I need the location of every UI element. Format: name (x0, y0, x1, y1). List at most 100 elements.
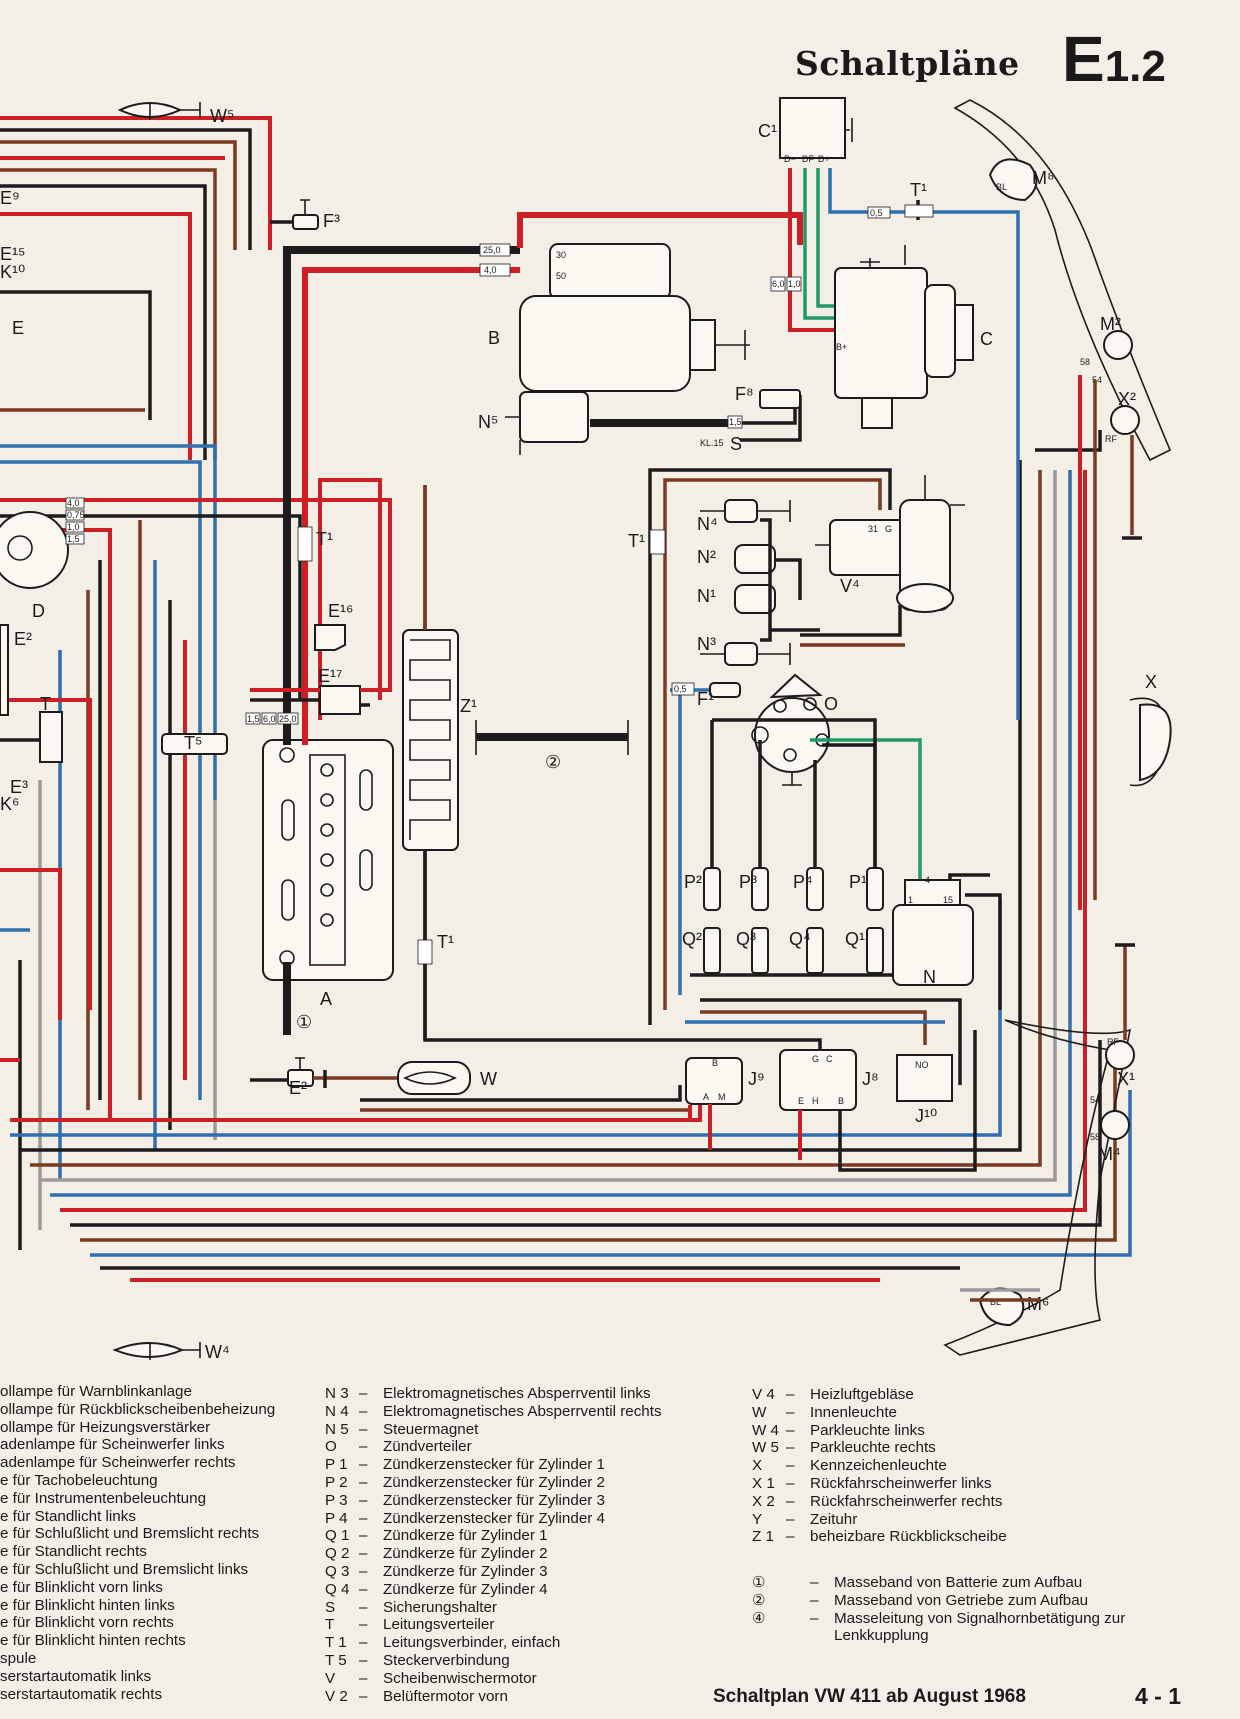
legend-row: serstartautomatik links (0, 1667, 152, 1685)
label-connector-T1-left: T¹ (316, 529, 333, 549)
label-distributor-O: O (824, 694, 838, 714)
wire-40: 4,0 (484, 265, 497, 275)
legend-text: Masseband von Getriebe zum Aufbau (834, 1591, 1089, 1609)
legend-row: X 2–Rückfahrscheinwerfer rechts (752, 1493, 1007, 1511)
legend-dash: – (359, 1456, 368, 1474)
legend-text: Zündkerze für Zylinder 3 (383, 1562, 548, 1580)
legend-dash: – (359, 1491, 368, 1509)
legend-dash: – (786, 1492, 795, 1510)
distributor-O: O (751, 673, 838, 786)
legend-code: X 2 (752, 1492, 775, 1510)
legend-row: Q 1–Zündkerze für Zylinder 1 (325, 1527, 662, 1545)
legend-row: X–Kennzeichenleuchte (752, 1457, 1007, 1475)
legend-code: S (325, 1598, 336, 1616)
legend-row: ②–Masseband von Getriebe zum Aufbau (752, 1592, 1125, 1610)
legend-row: e für Blinklicht hinten rechts (0, 1632, 186, 1650)
legend-text: Zündkerze für Zylinder 4 (383, 1580, 548, 1598)
terminal-54-low: 54 (1090, 1095, 1100, 1105)
terminal-31: 31 (868, 524, 878, 534)
legend-row: P 4–Zündkerzenstecker für Zylinder 4 (325, 1510, 662, 1528)
heater-blower-V4: V⁴ 31 G (815, 475, 965, 613)
terminal-58-low: 58 (1090, 1132, 1100, 1142)
valve-N1: N¹ (697, 584, 776, 614)
legend-row: W 4–Parkleuchte links (752, 1422, 1007, 1440)
legend-row: ④–Masseleitung von Signalhornbetätigung … (752, 1610, 1125, 1628)
label-Q1: Q¹ (845, 929, 865, 949)
terminal-J8-E: E (798, 1096, 804, 1106)
valve-N2: N² (697, 544, 776, 574)
legend-code: N 5 (325, 1420, 349, 1438)
legend-row: S–Sicherungshalter (325, 1599, 662, 1617)
label-N5: N⁵ (478, 412, 498, 432)
terminal-4: 4 (925, 875, 930, 885)
legend-code: W 4 (752, 1421, 780, 1439)
solenoid-N5: N⁵ (478, 391, 589, 455)
label-connector-T1-low: T¹ (437, 932, 454, 952)
label-K10: K¹⁰ (0, 262, 25, 282)
relay-J10: NO J¹⁰ (896, 1054, 953, 1126)
left-harness (0, 116, 392, 1250)
legend-text: Lenkkupplung (834, 1627, 929, 1645)
label-M2: M² (1100, 314, 1121, 334)
tail-light-M4: M⁴ 54 58 (1090, 1095, 1130, 1164)
legend-text: Zündkerze für Zylinder 1 (383, 1527, 548, 1545)
legend-row: V 4–Heizluftgebläse (752, 1386, 1007, 1404)
legend-text: Zeituhr (810, 1510, 858, 1528)
terminal-50: 50 (556, 271, 566, 281)
legend-dash: – (359, 1669, 368, 1687)
plug-connectors: P² P³ P⁴ P¹ (684, 867, 884, 911)
label-N1: N¹ (697, 586, 716, 606)
legend-code: P 4 (325, 1509, 348, 1527)
legend-dash: – (786, 1528, 795, 1546)
terminal-1: 1 (908, 895, 913, 905)
legend-row: O–Zündverteiler (325, 1438, 662, 1456)
legend-code: X 1 (752, 1474, 775, 1492)
terminal-DF: DF (802, 154, 814, 164)
legend-text: Belüftermotor vorn (383, 1687, 508, 1705)
wire-05-a: 0,5 (870, 208, 883, 218)
label-regulator-C1: C¹ (758, 121, 777, 141)
legend-dash: – (359, 1509, 368, 1527)
legend-text: Zündkerzenstecker für Zylinder 4 (383, 1509, 605, 1527)
terminal-15: 15 (943, 895, 953, 905)
ground-mark-1: ① (296, 1012, 312, 1032)
legend-row: V–Scheibenwischermotor (325, 1670, 662, 1688)
label-F3: F³ (323, 211, 340, 231)
legend-row: Lenkkupplung (752, 1627, 1125, 1645)
terminal-J8-C: C (826, 1054, 833, 1064)
legend-text: Leitungsverbinder, einfach (383, 1634, 561, 1652)
legend-text: Rückfahrscheinwerfer rechts (810, 1492, 1003, 1510)
label-N4: N⁴ (697, 514, 718, 534)
legend-dash: – (359, 1385, 368, 1402)
legend-dash: – (359, 1473, 368, 1491)
label-E9: E⁹ (0, 188, 20, 208)
label-distributor-T: T (40, 694, 51, 714)
legend-text: Elektromagnetisches Absperrventil rechts (383, 1402, 662, 1420)
legend-row: ollampe für Heizungsverstärker (0, 1418, 211, 1436)
label-X1: X¹ (1117, 1069, 1135, 1089)
legend-row: serstartautomatik rechts (0, 1685, 163, 1703)
label-M6: M⁶ (1027, 1294, 1049, 1314)
license-plate-light-X: X (1139, 672, 1172, 782)
legend-row: T–Leitungsverteiler (325, 1616, 662, 1634)
legend-row: e für Schlußlicht und Bremslicht links (0, 1560, 249, 1578)
label-V4: V⁴ (840, 576, 860, 596)
relay-J8: J⁸ G C E H B (779, 1049, 879, 1111)
legend-row: adenlampe für Scheinwerfer rechts (0, 1454, 236, 1472)
legend-row: V 2–Belüftermotor vorn (325, 1688, 662, 1706)
wire-075: 0,75 (67, 510, 85, 520)
wire-25: 25,0 (483, 245, 501, 255)
legend-dash: – (359, 1420, 368, 1438)
legend-dash: – (359, 1687, 368, 1705)
label-M8: M⁸ (1032, 168, 1055, 188)
legend-code: T (325, 1616, 335, 1634)
label-interior-light-W: W (480, 1069, 497, 1089)
section-number: 1.2 (1104, 42, 1166, 91)
terminal-J8-G: G (812, 1054, 819, 1064)
legend-text: Parkleuchte rechts (810, 1439, 936, 1457)
voltage-regulator: C¹ D− DF D+ (758, 97, 853, 164)
legend-code: Q 4 (325, 1580, 350, 1598)
label-battery-A: A (320, 989, 332, 1009)
tail-light-M2: M² 58 54 (1080, 314, 1133, 385)
terminal-J9-A: A (703, 1092, 709, 1102)
